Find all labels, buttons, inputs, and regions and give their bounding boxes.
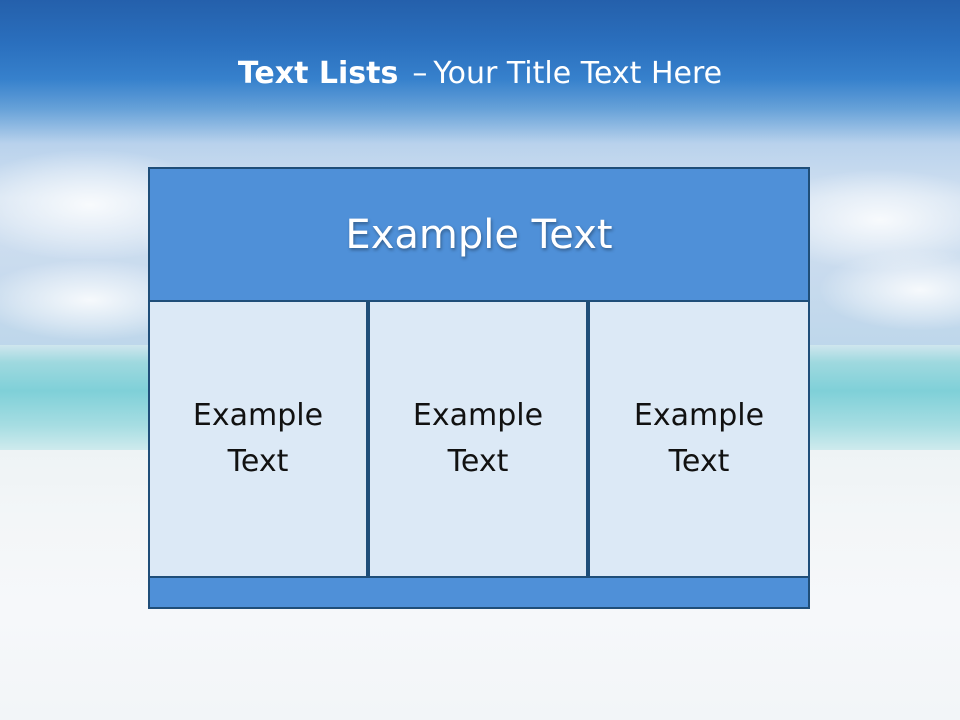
diagram-column-1: Example Text bbox=[148, 300, 368, 578]
title-rest-text: Your Title Text Here bbox=[433, 56, 723, 91]
diagram-header-box: Example Text bbox=[148, 167, 810, 302]
title-bold-text: Text Lists bbox=[237, 56, 399, 91]
slide-title: Text Lists–Your Title Text Here bbox=[0, 52, 960, 96]
text-list-diagram: Example Text Example Text Example Text E… bbox=[148, 167, 810, 609]
diagram-column-text: Example Text bbox=[633, 398, 765, 479]
background-shade bbox=[0, 0, 960, 140]
diagram-column-text: Example Text bbox=[192, 398, 324, 479]
diagram-header-text: Example Text bbox=[345, 211, 613, 258]
title-separator: – bbox=[412, 56, 428, 91]
diagram-column-2: Example Text bbox=[368, 300, 588, 578]
diagram-column-text: Example Text bbox=[412, 398, 544, 479]
diagram-footer-bar bbox=[148, 576, 810, 609]
diagram-column-3: Example Text bbox=[588, 300, 810, 578]
